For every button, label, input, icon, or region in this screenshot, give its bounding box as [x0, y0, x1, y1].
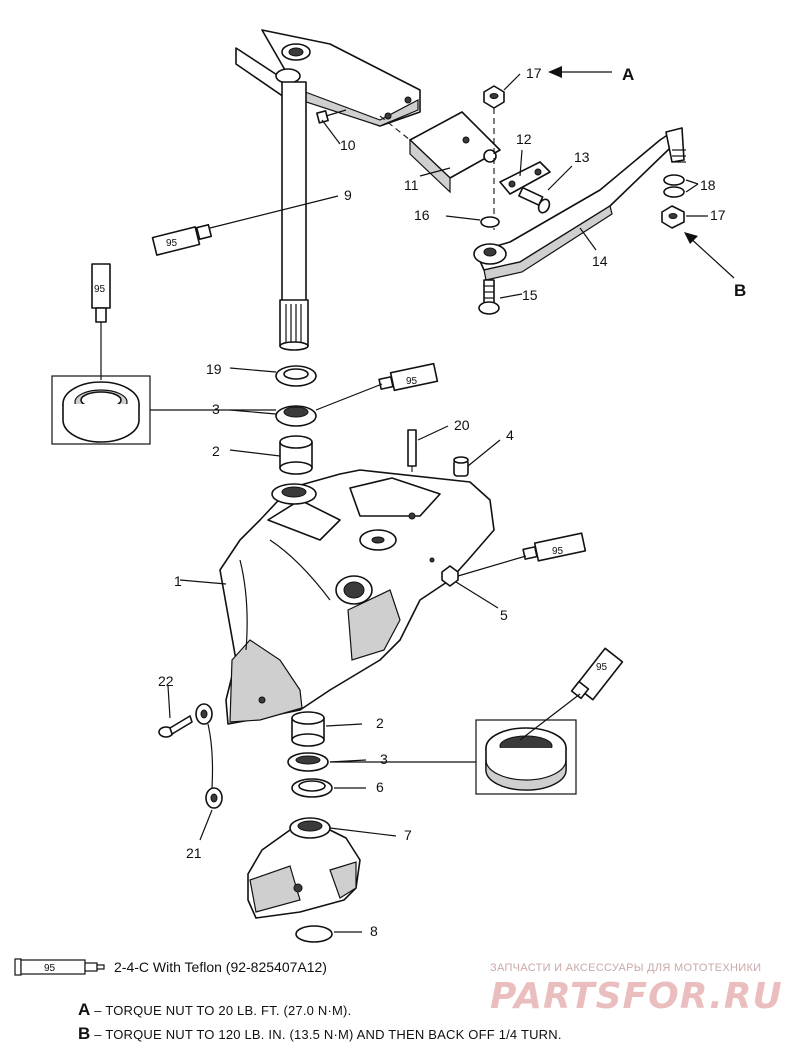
- screw-part-5: [441, 565, 459, 587]
- callout-8: 8: [370, 923, 378, 939]
- link-arm-part-14: [473, 127, 686, 281]
- callout-3-top: 3: [212, 401, 220, 417]
- bracket-part-11: [409, 111, 501, 194]
- tube-label: 95: [406, 376, 418, 387]
- tube-label: 95: [166, 238, 178, 249]
- leader-lines: [100, 66, 735, 933]
- tube-label: 95: [94, 284, 106, 295]
- ring-part-6: [291, 778, 333, 798]
- watermark-tagline: ЗАПЧАСТИ И АКСЕССУАРЫ ДЛЯ МОТОТЕХНИКИ: [490, 962, 762, 974]
- note-b-text: TORQUE NUT TO 120 LB. IN. (13.5 N·M) AND…: [105, 1027, 562, 1042]
- screw-part-22: [158, 715, 193, 738]
- callout-11: 11: [404, 177, 419, 193]
- callout-12: 12: [516, 131, 532, 147]
- callout-5: 5: [500, 607, 508, 623]
- torque-note-a: A – TORQUE NUT TO 20 LB. FT. (27.0 N·M).: [78, 1000, 352, 1019]
- seal-detail-inset-top: [51, 375, 151, 445]
- bushing-part-4: [453, 456, 469, 477]
- grease-tube-icon: 95: [14, 958, 105, 976]
- callout-7: 7: [404, 827, 412, 843]
- grease-tube-95-screw: 95: [522, 532, 587, 562]
- washers-part-18: [663, 174, 685, 198]
- callout-14: 14: [592, 253, 608, 269]
- callout-18: 18: [700, 177, 716, 193]
- callout-19: 19: [206, 361, 222, 377]
- bolt-part-10: [316, 109, 347, 124]
- callout-9: 9: [344, 187, 352, 203]
- grease-tube-95-inset-bottom: 95: [570, 647, 624, 701]
- bushing-part-2-top: [279, 435, 313, 475]
- callout-3-bottom: 3: [380, 751, 388, 767]
- nut-part-17-top: [483, 85, 505, 109]
- pin-part-20: [407, 429, 417, 467]
- legend-text: 2-4-C With Teflon (92-825407A12): [114, 959, 327, 975]
- callout-16: 16: [414, 207, 430, 223]
- bolt-part-15: [478, 279, 500, 315]
- callout-6: 6: [376, 779, 384, 795]
- callout-17-top: 17: [526, 65, 542, 81]
- callout-17-right: 17: [710, 207, 726, 223]
- seal-part-3-bottom: [287, 752, 329, 772]
- callout-4: 4: [506, 427, 514, 443]
- callout-2-top: 2: [212, 443, 220, 459]
- callout-10: 10: [340, 137, 356, 153]
- callout-letter-b: B: [734, 281, 746, 300]
- callout-letter-a: A: [622, 65, 634, 84]
- tube-label: 95: [596, 662, 608, 673]
- callout-21: 21: [186, 845, 202, 861]
- tube-label: 95: [552, 546, 564, 557]
- callout-13: 13: [574, 149, 590, 165]
- grease-tube-95-shaft: 95: [151, 223, 213, 256]
- swivel-clamp-part-7: [247, 817, 361, 919]
- callout-2-bottom: 2: [376, 715, 384, 731]
- seal-part-3-top: [275, 405, 317, 427]
- ring-part-19: [275, 365, 317, 387]
- grease-tube-95-inset-top: 95: [91, 263, 111, 323]
- swivel-bracket-part-1: [219, 469, 495, 725]
- torque-note-b: B – TORQUE NUT TO 120 LB. IN. (13.5 N·M)…: [78, 1024, 562, 1043]
- watermark: ЗАПЧАСТИ И АКСЕССУАРЫ ДЛЯ МОТОТЕХНИКИ PA…: [490, 962, 790, 1022]
- ground-strap-part-21: [195, 703, 223, 809]
- sealant-legend: 95 2-4-C With Teflon (92-825407A12): [14, 956, 474, 978]
- callout-1: 1: [174, 573, 182, 589]
- note-a-letter: A: [78, 1000, 91, 1019]
- note-b-letter: B: [78, 1024, 91, 1043]
- plate-part-12: [499, 161, 551, 195]
- note-a-text: TORQUE NUT TO 20 LB. FT. (27.0 N·M).: [105, 1003, 352, 1018]
- nut-part-17-right: [661, 205, 685, 229]
- callout-20: 20: [454, 417, 470, 433]
- screw-part-13: [518, 186, 551, 214]
- seal-detail-inset-bottom: [475, 719, 577, 795]
- grease-tube-95-seal: 95: [378, 362, 439, 392]
- washer-part-16: [480, 216, 500, 228]
- callout-15: 15: [522, 287, 538, 303]
- bushing-part-2-bottom: [291, 711, 325, 747]
- callout-numbers: 10 9 11 12 13 16 14 15 17 A 18 17 B 19 3…: [158, 65, 746, 939]
- snap-ring-part-8: [295, 925, 333, 943]
- legend-tube-label: 95: [44, 963, 56, 974]
- callout-22: 22: [158, 673, 174, 689]
- steering-shaft-part-9: [235, 29, 421, 351]
- watermark-logo: PARTSFOR.RU: [490, 976, 783, 1017]
